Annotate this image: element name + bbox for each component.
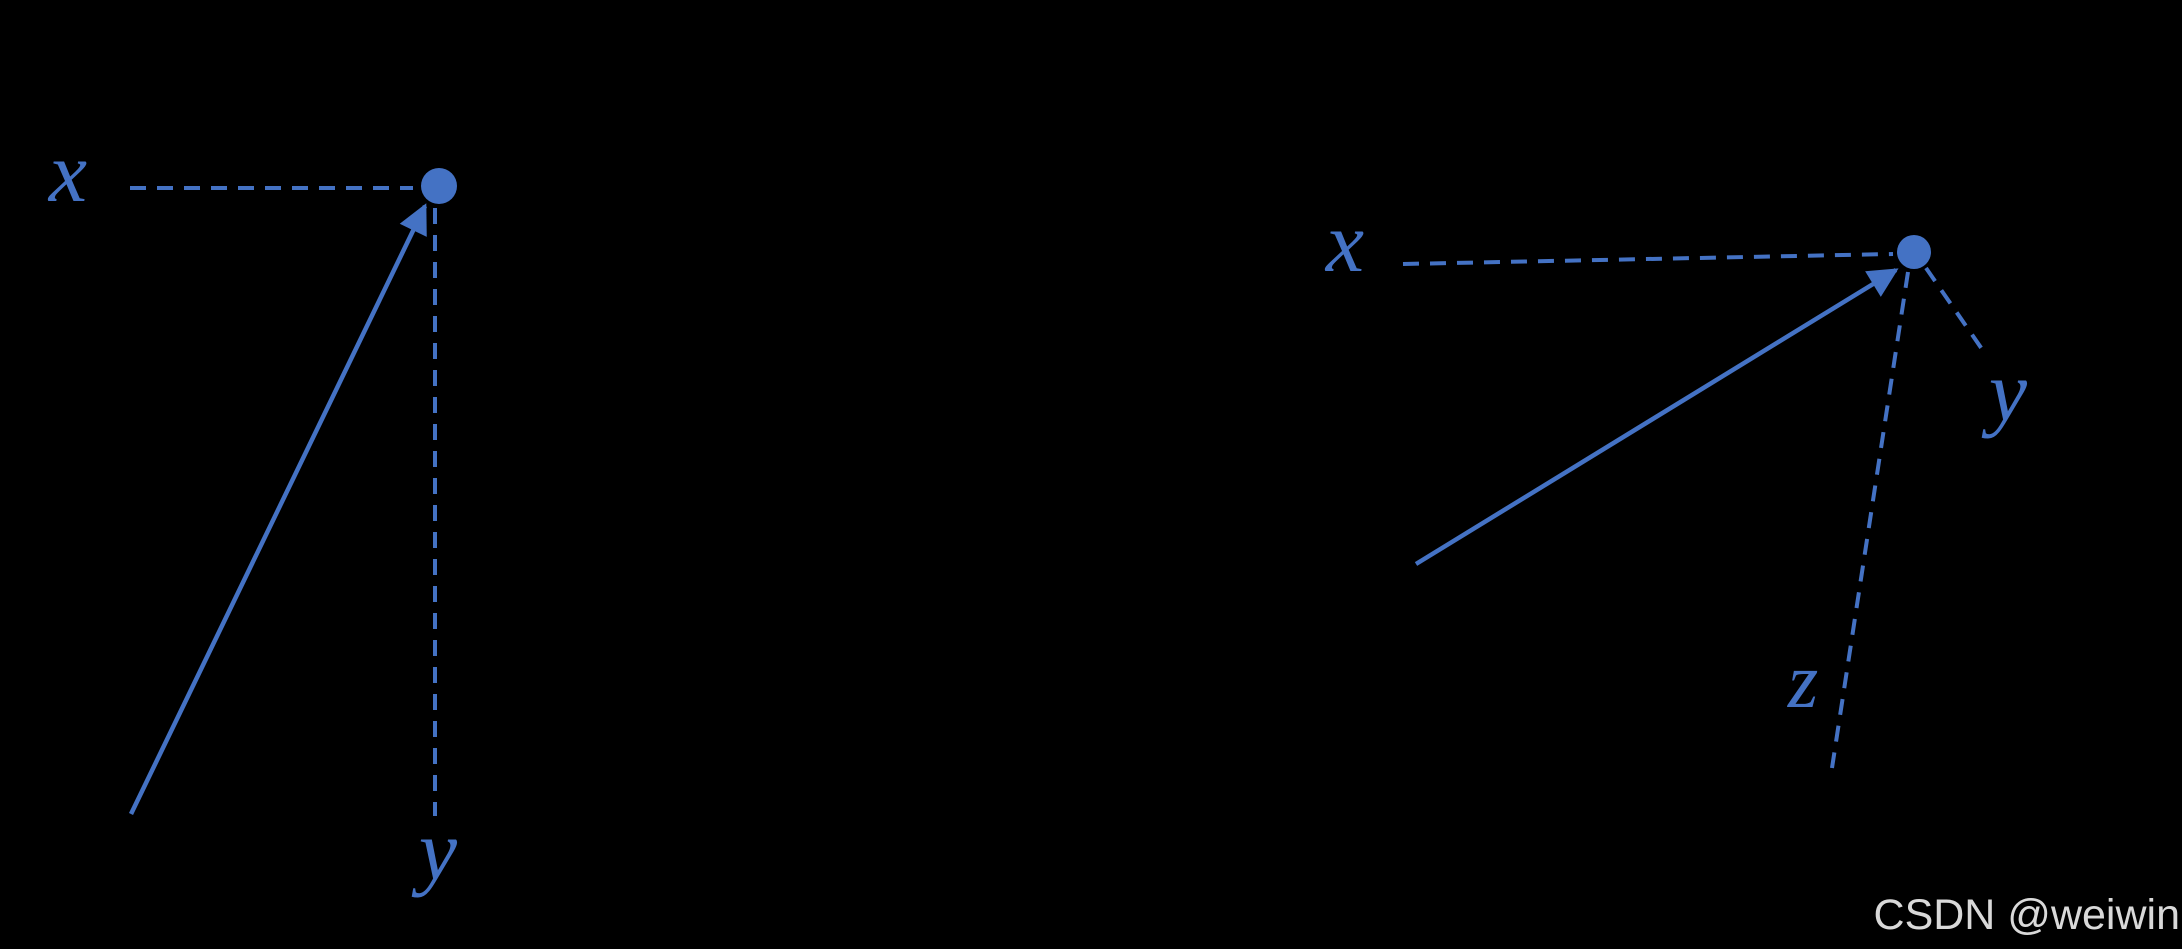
- point-2d-vector-arrow: [128, 203, 428, 815]
- point-3d-point-marker: [1897, 235, 1931, 269]
- point-2d-y-label: y: [411, 802, 458, 898]
- point-3d-z-label: z: [1787, 637, 1818, 724]
- point-3d-y-label: y: [1981, 343, 2028, 439]
- point-2d: xy: [47, 124, 458, 898]
- csdn-watermark: CSDN @weiwin: [1873, 891, 2180, 939]
- point-3d-vector-arrow: [1414, 268, 1899, 566]
- point-2d-point-marker: [421, 168, 457, 204]
- point-3d: x y z: [1324, 194, 2028, 769]
- point-3d-x-guide-line: [1402, 252, 1894, 266]
- point-3d-x-label: x: [1324, 194, 1364, 290]
- point-2d-x-label: x: [47, 124, 87, 220]
- point-3d-z-guide-line: [1830, 271, 1910, 769]
- point-3d-y-guide-line: [1924, 266, 1986, 354]
